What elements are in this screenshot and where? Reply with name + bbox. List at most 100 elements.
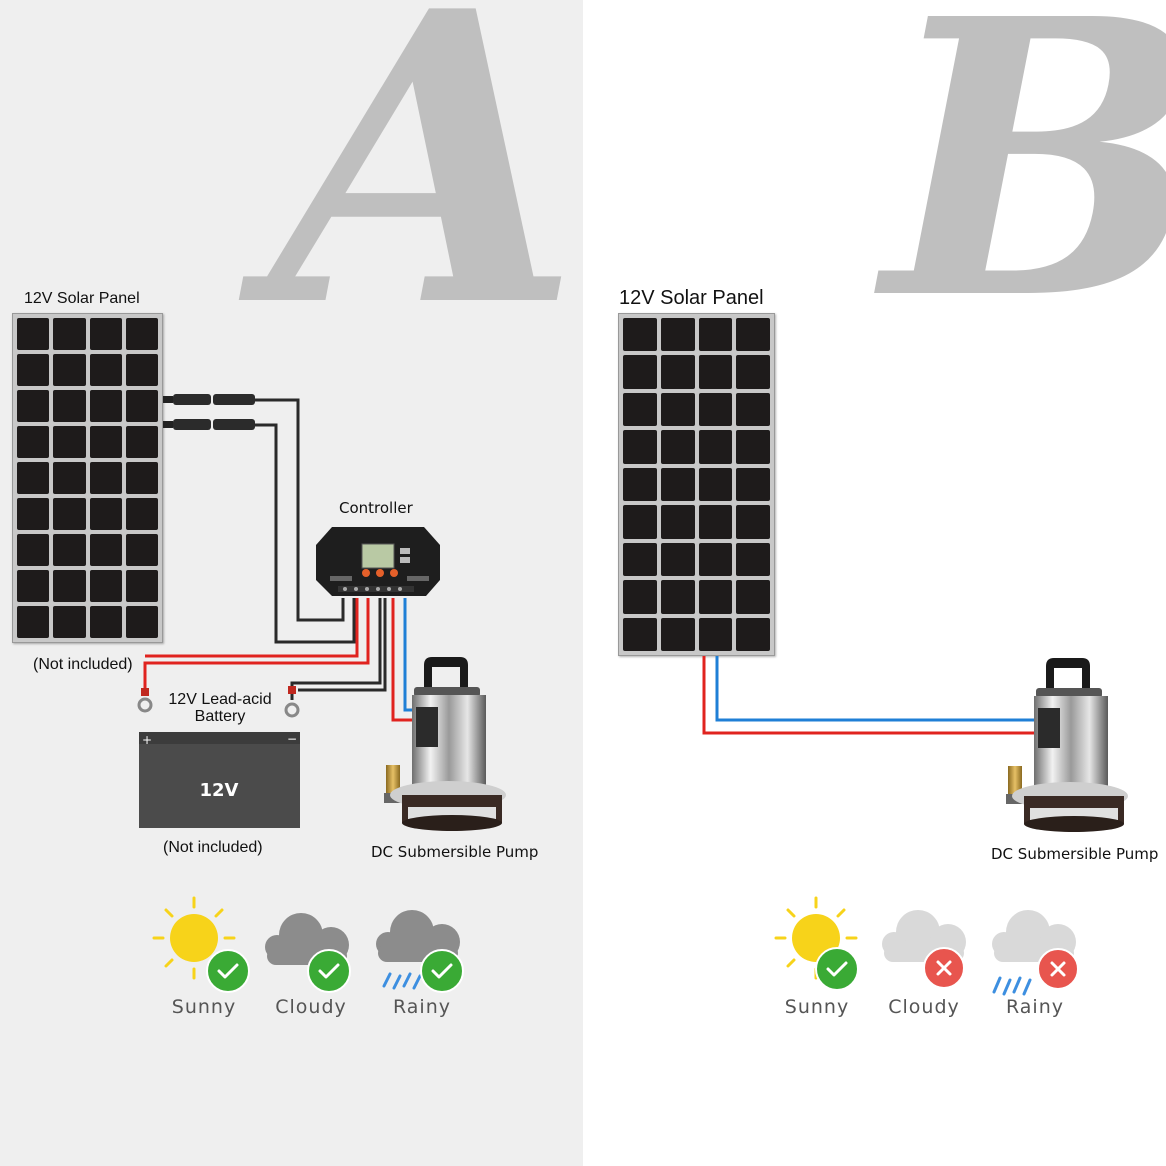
right-solar-panel [618,313,775,656]
variant-a-letter: A [270,0,581,395]
battery-negative-ring-terminal [284,686,300,718]
left-panel-not-included-note: (Not included) [33,656,133,673]
variant-a-panel: A 12V Solar Panel (Not included) Control… [0,0,583,1166]
battery-label: 12V Lead-acid Battery [160,691,280,725]
solar-cell [89,606,122,638]
check-icon [815,947,859,991]
right-weather-label-sunny: Sunny [784,996,850,1018]
solar-cell [736,355,770,389]
solar-cell [89,534,122,566]
solar-cell [53,570,86,602]
solar-cell [89,462,122,494]
battery-positive-ring-terminal [137,688,153,713]
solar-cell [89,354,122,386]
solar-cell [53,498,86,530]
solar-cell [53,426,86,458]
left-weather-label-rainy: Rainy [393,996,451,1018]
solar-cell [698,392,733,427]
solar-cell [17,426,50,458]
solar-cell [53,462,86,494]
solar-cell [660,355,695,389]
solar-cell [660,505,695,539]
solar-cell [660,392,695,427]
solar-cell [736,318,770,352]
solar-cell [660,430,695,464]
panel-to-pump-wires [702,656,1043,735]
solar-cell [89,570,122,602]
right-weather-label-cloudy: Cloudy [888,996,960,1018]
solar-cell [125,318,158,350]
solar-cell [698,430,733,464]
charge-controller [316,527,440,596]
solar-cell [89,318,122,350]
solar-cell [125,498,158,530]
solar-cell [698,580,733,614]
solar-cell [125,426,158,458]
solar-cell [623,392,657,427]
right-sunny-weather-icon [774,896,859,991]
solar-cell [17,318,50,350]
solar-cell [698,355,733,389]
solar-cell [623,542,657,577]
solar-cell [17,570,50,602]
solar-cell [89,390,122,422]
left-sunny-weather-icon [152,896,250,993]
solar-cell [53,318,86,350]
battery-voltage-label: 12V [200,780,239,801]
solar-cell [17,534,50,566]
solar-cell [53,354,86,386]
lead-acid-battery: + − 12V [137,686,300,828]
solar-cell [17,498,50,530]
solar-cell [736,580,770,614]
solar-cell [17,354,50,386]
right-weather-label-rainy: Rainy [1006,996,1064,1018]
cross-icon [923,947,965,989]
solar-cell [125,606,158,638]
solar-cell [53,606,86,638]
left-cloudy-weather-icon [265,913,351,993]
solar-cell [698,467,733,502]
right-solar-panel-label: 12V Solar Panel [619,287,764,309]
solar-cell [623,467,657,502]
solar-cell [623,505,657,539]
right-rainy-weather-icon [992,910,1079,996]
solar-cell [125,354,158,386]
solar-cell [660,617,695,651]
solar-cell [660,467,695,502]
solar-cell [17,390,50,422]
cross-icon [1037,948,1079,990]
sun-icon [152,896,236,980]
left-submersible-pump [384,657,506,831]
solar-cell [89,426,122,458]
left-pump-label: DC Submersible Pump [371,843,539,861]
battery-minus-sign: − [287,732,297,746]
battery-plus-sign: + [142,733,152,747]
left-weather-label-sunny: Sunny [171,996,237,1018]
solar-cell [660,580,695,614]
panel-to-controller-wires [255,398,356,644]
solar-cell [736,505,770,539]
solar-cell [17,606,50,638]
solar-cell [736,542,770,577]
check-icon [420,949,464,993]
solar-cell [736,430,770,464]
left-solar-panel [12,313,163,643]
solar-cell [623,617,657,651]
solar-cell [698,542,733,577]
solar-cell [736,467,770,502]
solar-cell [698,617,733,651]
solar-cell [736,617,770,651]
solar-cell [660,542,695,577]
battery-not-included-note: (Not included) [163,839,263,856]
solar-cell [736,392,770,427]
solar-cell [125,570,158,602]
solar-cell [53,534,86,566]
solar-cell [698,318,733,352]
right-submersible-pump [1006,658,1128,832]
solar-cell [623,355,657,389]
solar-cell [125,462,158,494]
solar-cell [125,390,158,422]
battery-label-line2: Battery [194,708,246,725]
left-rainy-weather-icon [376,910,464,993]
